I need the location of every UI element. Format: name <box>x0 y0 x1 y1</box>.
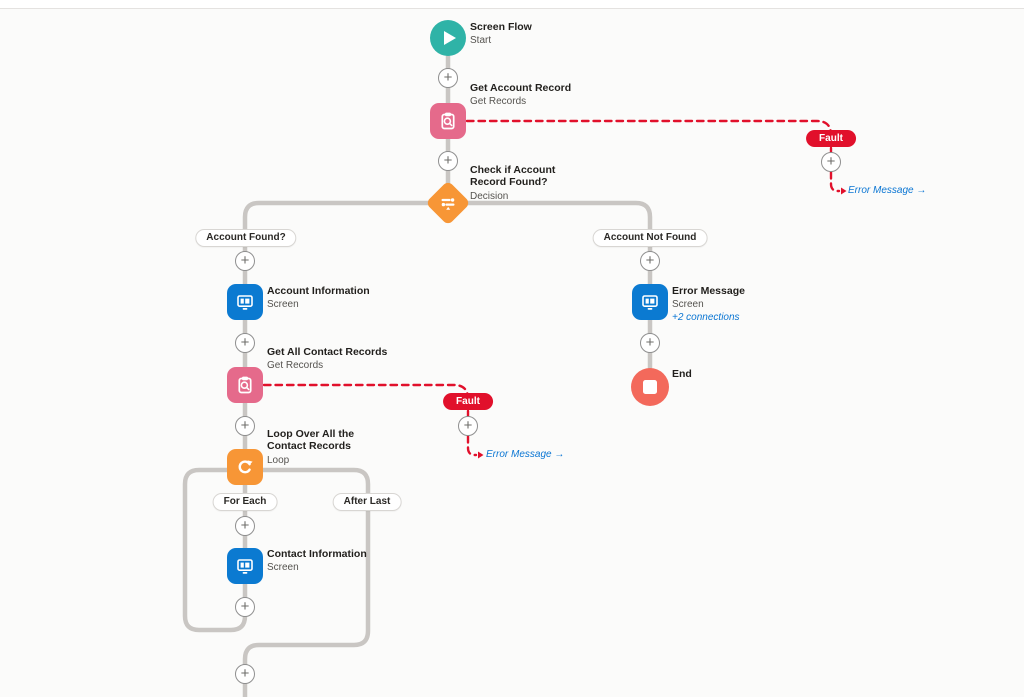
screen-icon <box>237 559 253 574</box>
node-title: Account Information <box>267 285 370 297</box>
node-decision[interactable] <box>425 180 471 226</box>
fault-connector-mid <box>262 383 470 401</box>
add-element-button[interactable]: + <box>235 416 255 436</box>
node-get-all-contact-records-label: Get All Contact Records Get Records <box>267 346 387 371</box>
end-icon <box>643 380 657 394</box>
node-error-message-label: Error Message Screen +2 connections <box>672 285 745 323</box>
add-element-button[interactable]: + <box>235 597 255 617</box>
get-records-icon <box>238 376 252 394</box>
branch-label-account-found: Account Found? <box>195 229 297 247</box>
connector-branch-left-and-loopback <box>182 200 451 633</box>
add-element-button[interactable]: + <box>821 152 841 172</box>
fault-badge-top: Fault <box>806 130 856 147</box>
branch-label-account-not-found: Account Not Found <box>592 229 708 247</box>
node-title: Get Account Record <box>470 82 572 94</box>
node-start-label: Screen Flow Start <box>470 21 532 46</box>
fault-goto-mid-arrowhead <box>478 451 484 459</box>
loop-icon <box>238 460 253 474</box>
get-records-icon <box>441 112 455 130</box>
add-element-button[interactable]: + <box>640 333 660 353</box>
connector-after-last <box>242 467 371 697</box>
node-title: End <box>672 368 692 380</box>
fault-goto-mid <box>466 434 478 457</box>
add-element-button[interactable]: + <box>235 333 255 353</box>
connections-link[interactable]: +2 connections <box>672 312 740 324</box>
add-element-button[interactable]: + <box>235 516 255 536</box>
node-subtitle: Decision <box>470 190 509 202</box>
node-get-account-record-label: Get Account Record Get Records <box>470 82 571 107</box>
node-error-message-screen[interactable] <box>632 284 668 320</box>
goto-error-message-mid[interactable]: Error Message → <box>486 449 565 460</box>
node-subtitle: Loop <box>267 454 290 466</box>
fault-connector-top <box>465 119 833 137</box>
node-subtitle: Start <box>470 35 492 47</box>
node-title: Contact Information <box>267 548 367 560</box>
branch-label-for-each: For Each <box>212 493 278 511</box>
add-element-button[interactable]: + <box>438 68 458 88</box>
play-icon <box>444 31 456 45</box>
add-element-button[interactable]: + <box>235 251 255 271</box>
node-get-account-record[interactable] <box>430 103 466 139</box>
fault-goto-top-arrowhead <box>841 187 847 195</box>
node-subtitle: Get Records <box>267 360 324 372</box>
decision-icon <box>441 198 455 210</box>
node-title: Loop Over All the Contact Records <box>267 428 355 453</box>
node-loop[interactable] <box>227 449 263 485</box>
screen-icon <box>642 295 658 310</box>
node-contact-information-label: Contact Information Screen <box>267 548 367 573</box>
goto-error-message-top[interactable]: Error Message → <box>848 185 927 196</box>
node-title: Get All Contact Records <box>267 346 388 358</box>
node-end[interactable] <box>631 368 669 406</box>
node-contact-information[interactable] <box>227 548 263 584</box>
node-title: Error Message <box>672 285 745 297</box>
node-subtitle: Screen <box>672 299 704 311</box>
fault-badge-mid: Fault <box>443 393 493 410</box>
connector-branch-right <box>445 200 653 393</box>
node-loop-label: Loop Over All the Contact Records Loop <box>267 428 389 466</box>
node-subtitle: Get Records <box>470 96 527 108</box>
node-title: Check if Account Record Found? <box>470 164 556 189</box>
node-account-information[interactable] <box>227 284 263 320</box>
fault-goto-top <box>829 170 841 193</box>
node-get-all-contact-records[interactable] <box>227 367 263 403</box>
branch-label-after-last: After Last <box>332 493 402 511</box>
node-account-information-label: Account Information Screen <box>267 285 370 310</box>
node-start[interactable] <box>430 20 466 56</box>
node-subtitle: Screen <box>267 562 299 574</box>
add-element-button[interactable]: + <box>235 664 255 684</box>
node-subtitle: Screen <box>267 299 299 311</box>
node-decision-label: Check if Account Record Found? Decision <box>470 164 592 202</box>
add-element-button[interactable]: + <box>640 251 660 271</box>
node-title: Screen Flow <box>470 21 532 33</box>
canvas-top-border <box>0 0 1024 9</box>
node-end-label: End <box>672 368 692 380</box>
screen-icon <box>237 295 253 310</box>
add-element-button[interactable]: + <box>458 416 478 436</box>
add-element-button[interactable]: + <box>438 151 458 171</box>
